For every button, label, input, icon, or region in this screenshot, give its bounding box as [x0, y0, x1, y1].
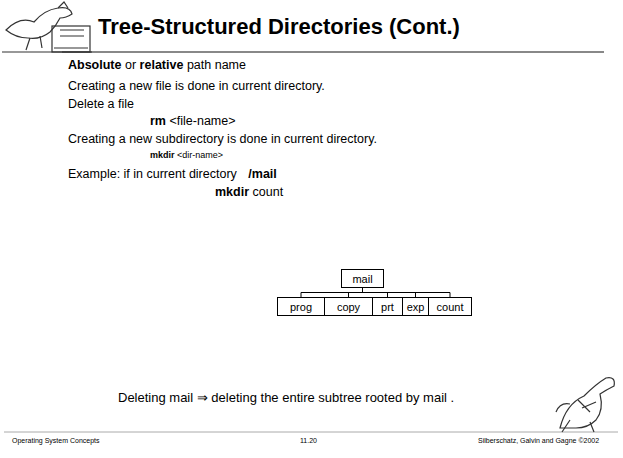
body-text: or: [125, 58, 136, 72]
bold-text: Absolute: [68, 58, 121, 72]
title-rule: [62, 51, 604, 53]
directory-name: exp: [407, 301, 425, 313]
body-text: 11.20: [300, 437, 317, 444]
text-line: Delete a file: [68, 97, 134, 111]
text-line: mkdir<dir-name>: [150, 150, 223, 160]
text-line: Absolute or relativepath name: [68, 58, 246, 72]
text-line: rm<file-name>: [150, 114, 236, 128]
directory-box: mail: [341, 269, 384, 288]
subdirectory-box: prt: [372, 297, 403, 316]
directory-name: prt: [381, 301, 394, 313]
text-line: Example: if in current directory/mail: [68, 167, 277, 181]
dinosaur-illustration: [2, 2, 92, 52]
directory-name: copy: [337, 301, 360, 313]
tree-connector: [363, 288, 451, 297]
subdirectory-box: exp: [402, 297, 429, 316]
text-line: Deleting mail ⇒ deleting the entire subt…: [118, 390, 454, 405]
text-line: Operating System Concepts: [12, 437, 100, 444]
body-text: Operating System Concepts: [12, 437, 100, 444]
directory-name: count: [437, 301, 464, 313]
directory-name: mail: [352, 273, 372, 285]
body-text: Creating a new subdirectory is done in c…: [68, 132, 377, 146]
body-text: path name: [187, 58, 246, 72]
bold-text: mkdir: [150, 150, 175, 160]
text-line: Creating a new file is done in current d…: [68, 79, 325, 93]
tree-connector: [301, 288, 363, 297]
bold-text: relative: [140, 58, 184, 72]
body-text: Example: if in current directory: [68, 167, 237, 181]
body-text: count: [253, 185, 284, 199]
text-line: Silberschatz, Galvin and Gagne ©2002: [478, 437, 599, 444]
subdirectory-box: prog: [277, 297, 325, 316]
text-line: Creating a new subdirectory is done in c…: [68, 132, 377, 146]
bold-text: rm: [150, 114, 166, 128]
directory-name: prog: [290, 301, 312, 313]
body-text: <dir-name>: [177, 150, 223, 160]
body-text: Creating a new file is done in current d…: [68, 79, 325, 93]
body-text: Deleting mail ⇒ deleting the entire subt…: [118, 390, 454, 405]
subdirectory-box: count: [428, 297, 472, 316]
bold-text: /mail: [248, 167, 277, 181]
body-text: Delete a file: [68, 97, 134, 111]
text-line: 11.20: [300, 437, 317, 444]
body-text: <file-name>: [169, 114, 235, 128]
body-text: Silberschatz, Galvin and Gagne ©2002: [478, 437, 599, 444]
slide-title: Tree-Structured Directories (Cont.): [98, 14, 460, 40]
bold-text: mkdir: [215, 185, 249, 199]
tree-connector: [349, 288, 363, 297]
footer-rule: [4, 432, 618, 433]
text-line: mkdir count: [215, 185, 283, 199]
subdirectory-box: copy: [324, 297, 373, 316]
dinosaur-illustration: [556, 378, 614, 432]
